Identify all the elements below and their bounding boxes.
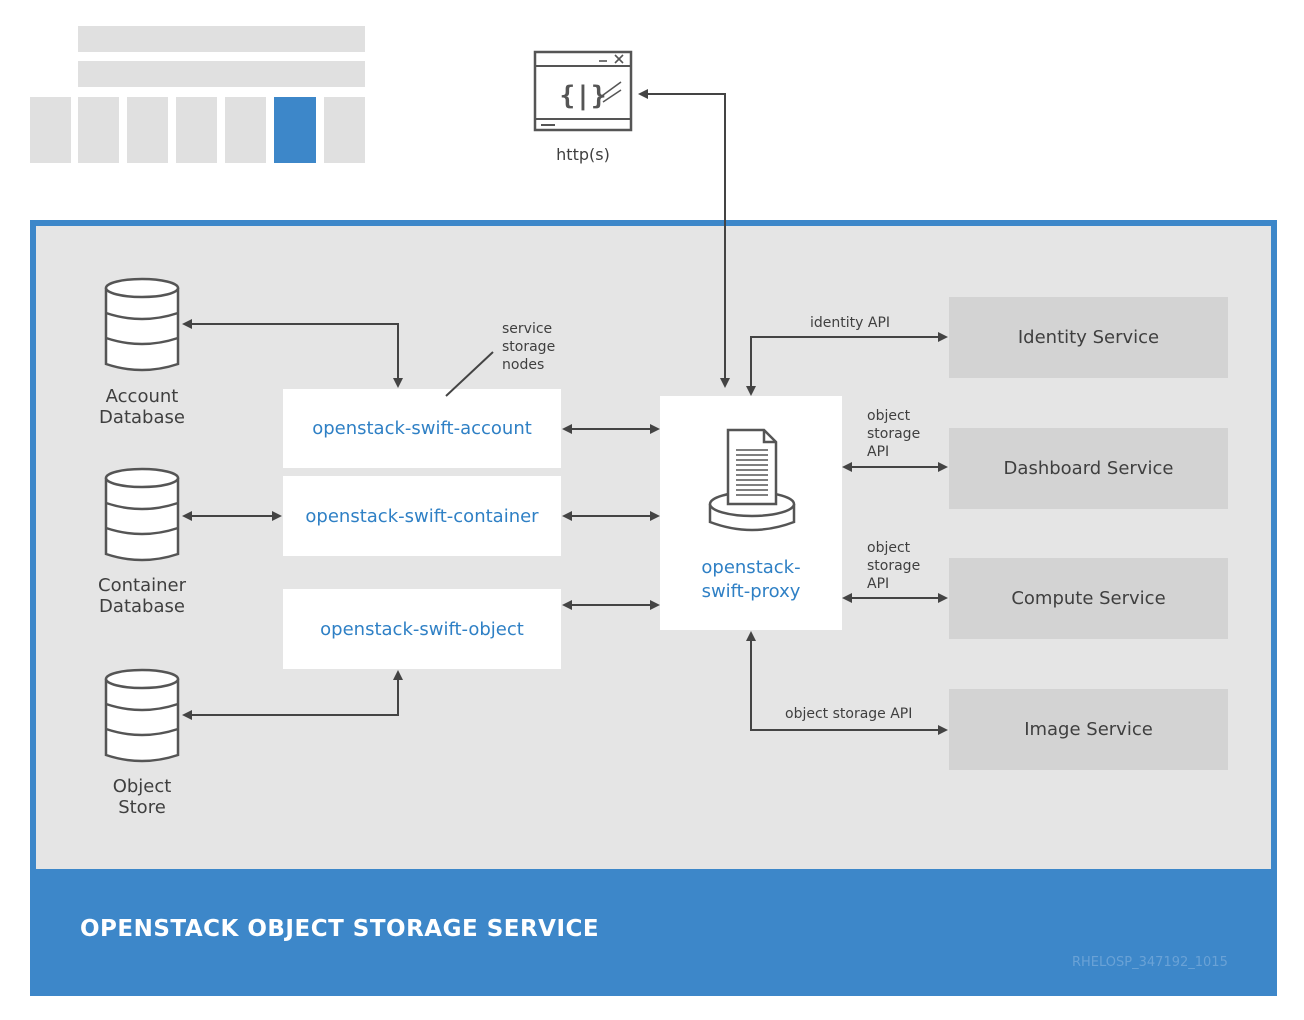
grid-cell [324,97,365,163]
identity-api-label: identity API [810,315,891,331]
account-database-icon [104,277,180,372]
dashboard-service: Dashboard Service [949,428,1228,509]
browser-code-window-icon: {|} [533,50,633,132]
grid-cell [127,97,168,163]
service-title: OPENSTACK OBJECT STORAGE SERVICE [80,916,600,942]
swift-container-node: openstack-swift-container [283,476,561,556]
server-document-icon [708,428,796,532]
swift-proxy-label: openstack-swift-proxy [701,557,801,602]
identity-service: Identity Service [949,297,1228,378]
figure-code: RHELOSP_347192_1015 [1072,955,1228,970]
swift-account-node: openstack-swift-account [283,389,561,468]
grid-bar-top [78,26,365,52]
svg-text:{|}: {|} [560,81,607,111]
image-api-label: object storage API [785,706,913,722]
image-service: Image Service [949,689,1228,770]
grid-cell-highlighted [274,97,316,163]
container-database-icon [104,467,180,562]
grid-bar-middle [78,61,365,87]
object-store-icon [104,668,180,763]
swift-object-node: openstack-swift-object [283,589,561,669]
grid-cell [30,97,71,163]
grid-cell [78,97,119,163]
grid-cell [225,97,266,163]
grid-cell [176,97,217,163]
client-label: http(s) [556,145,610,164]
compute-service: Compute Service [949,558,1228,639]
